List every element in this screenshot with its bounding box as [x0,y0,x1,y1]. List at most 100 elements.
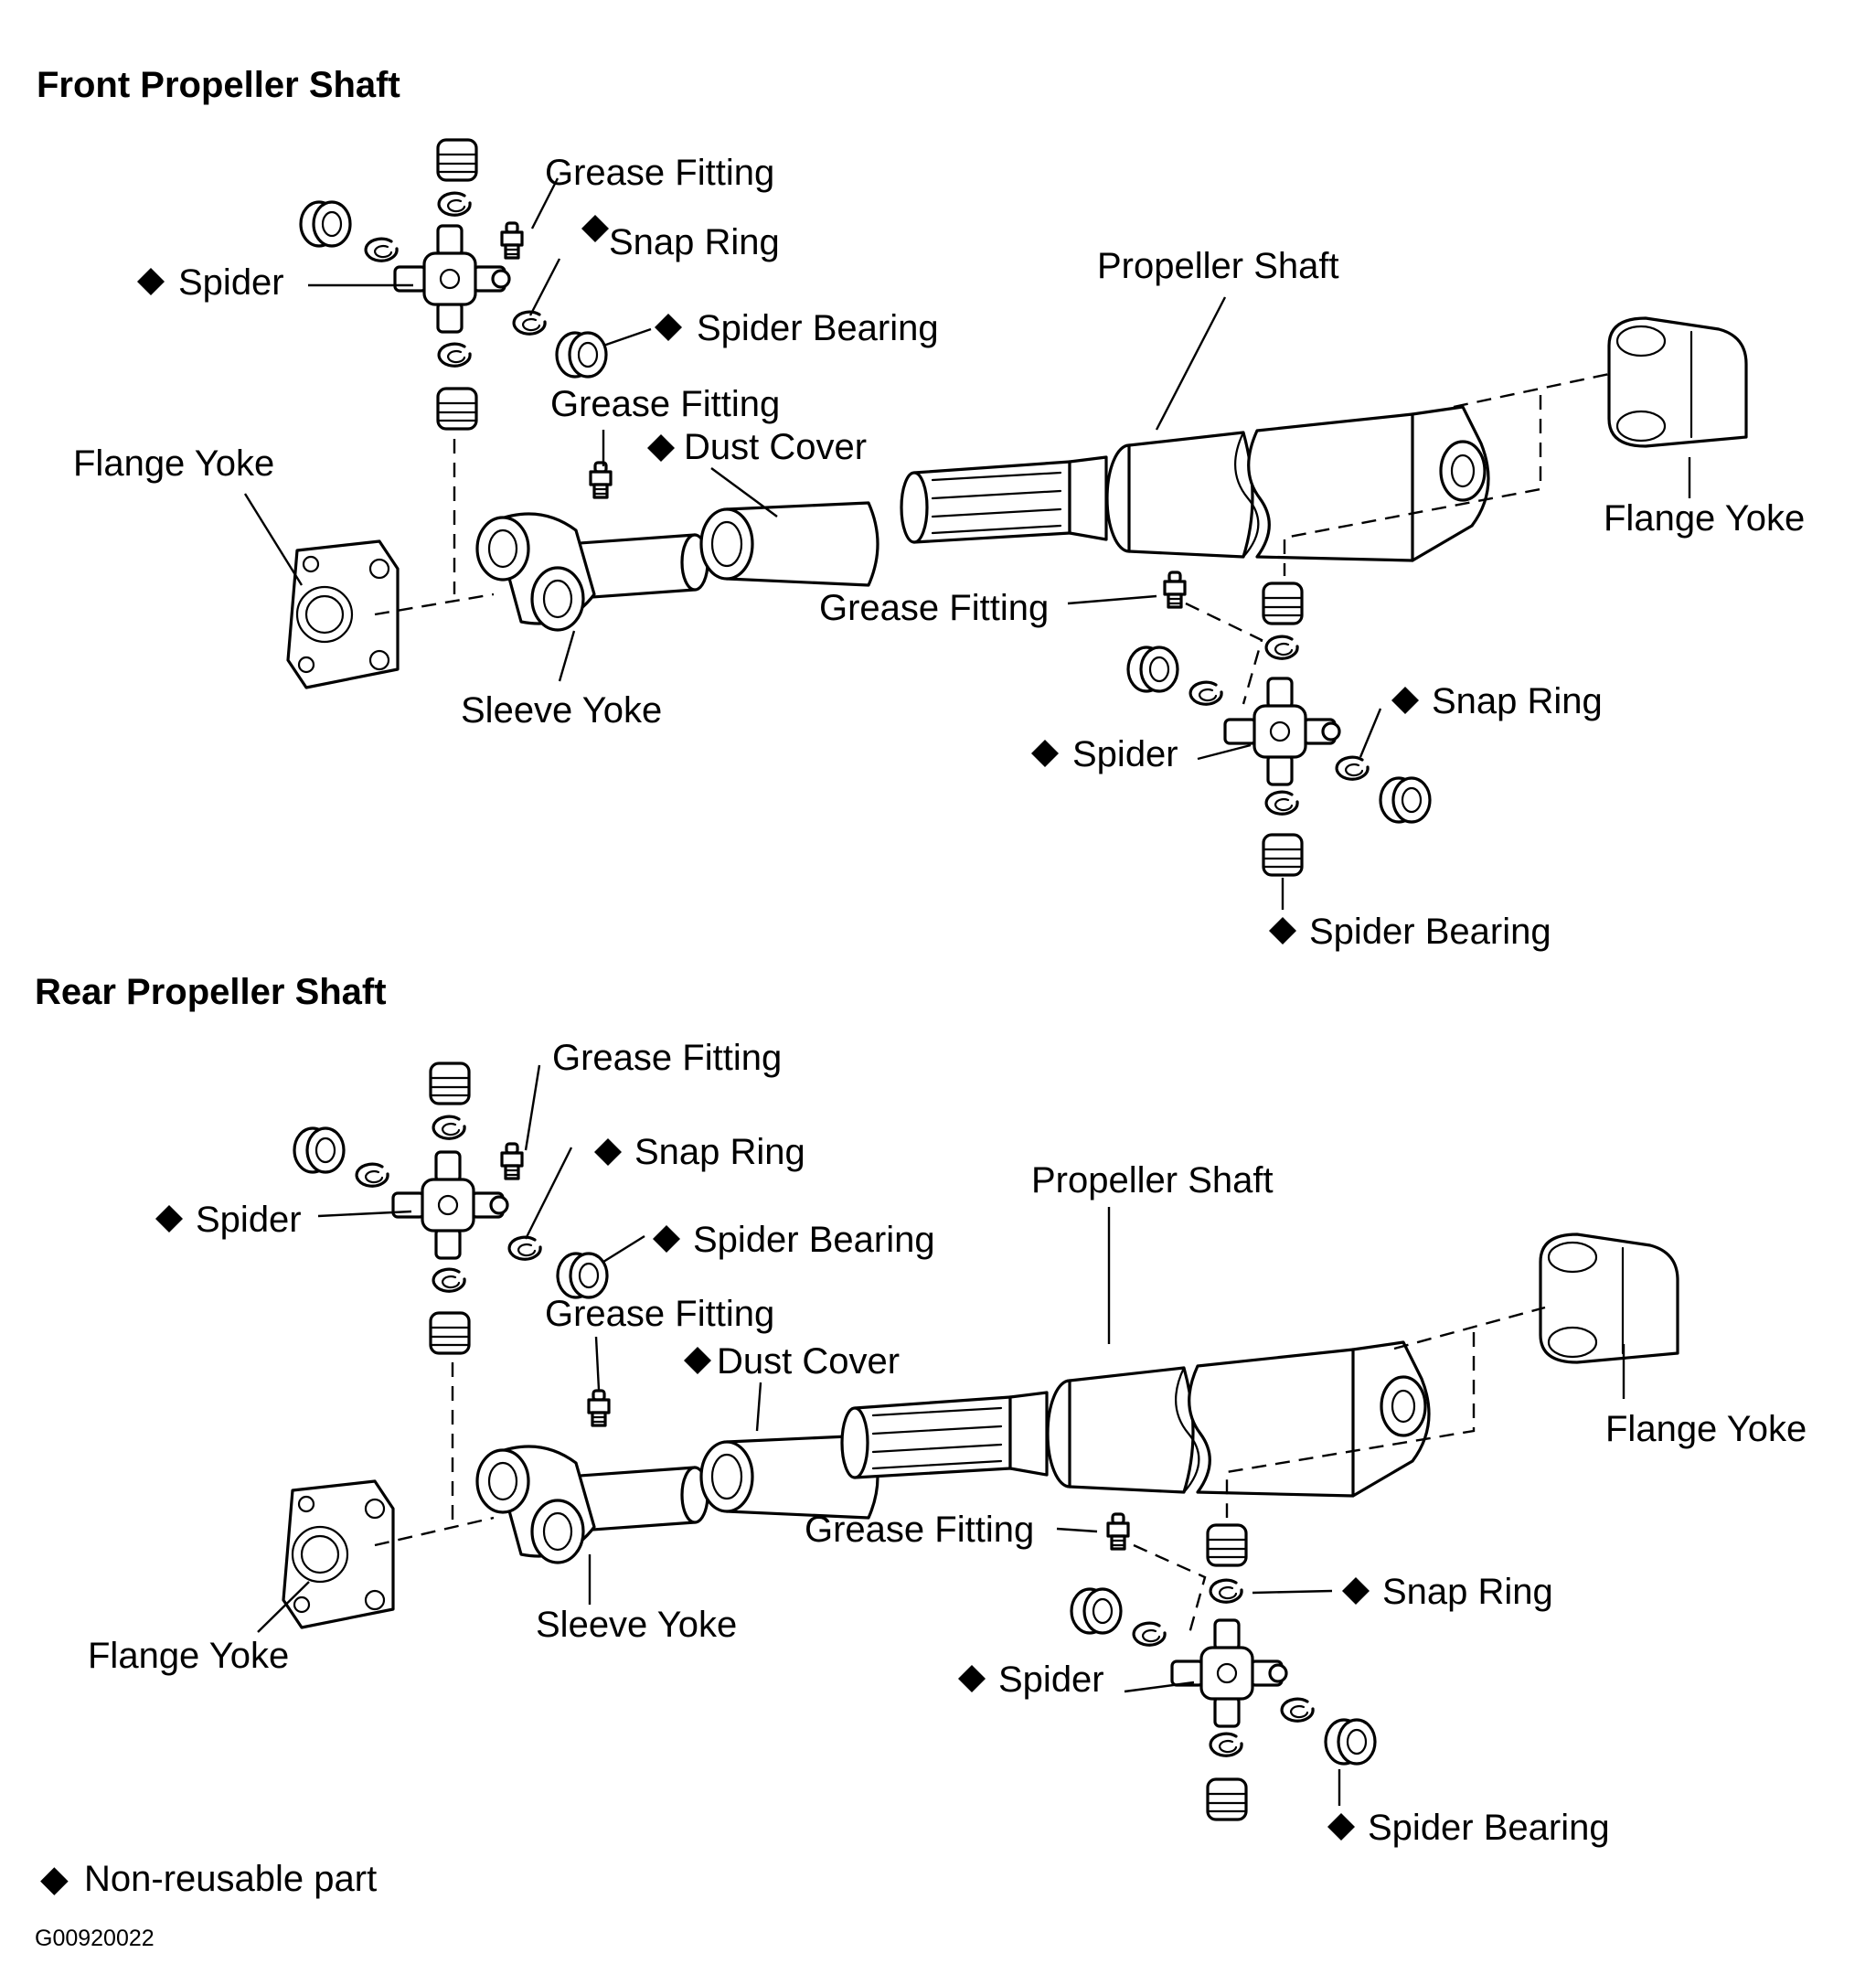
flange-yoke-part [1539,1233,1679,1364]
label-spider: Spider [178,262,284,303]
snap-ring-part [1209,1732,1243,1757]
grease-fitting-part [500,1142,524,1180]
spider-bearing-part [1324,1718,1377,1766]
snap-ring-part [437,191,472,217]
label-spider: Spider [1072,734,1178,774]
spider-part [1170,1618,1288,1728]
label-grease-fitting: Grease Fitting [545,1294,774,1334]
label-propeller-shaft: Propeller Shaft [1097,246,1339,286]
propeller-shaft-part [840,1340,1431,1498]
snap-ring-part [355,1162,389,1188]
label-grease-fitting: Grease Fitting [550,384,780,424]
label-grease-fitting: Grease Fitting [552,1038,782,1078]
label-spider-bearing: Spider Bearing [697,308,939,348]
flange-yoke-part [1607,316,1748,448]
snap-ring-part [364,237,399,262]
legend-symbol: ◆ [40,1859,69,1899]
spider-bearing-part [1126,646,1179,693]
label-spider-bearing: Spider Bearing [1309,912,1551,952]
label-snap-ring: Snap Ring [1432,681,1603,721]
snap-ring-part [1335,755,1370,781]
grease-fitting-part [587,1389,611,1427]
spider-bearing-part [299,200,352,248]
snap-ring-part [1132,1621,1167,1647]
non-reusable-mark [155,1205,183,1233]
non-reusable-mark [1391,687,1419,714]
spider-bearing-part [1379,776,1432,824]
spider-bearing-part [1206,1777,1248,1821]
label-flange-yoke: Flange Yoke [1605,1409,1807,1449]
non-reusable-mark [1031,740,1059,767]
non-reusable-mark [1342,1577,1370,1605]
legend: ◆ Non-reusable part [40,1859,377,1899]
snap-ring-part [1209,1578,1243,1604]
label-spider: Spider [196,1200,302,1240]
label-dust-cover: Dust Cover [717,1341,900,1382]
snap-ring-part [437,342,472,368]
flange-yoke-part [282,1479,395,1629]
snap-ring-part [432,1115,466,1140]
grease-fitting-part [589,461,613,499]
non-reusable-mark [1269,917,1296,944]
non-reusable-mark [137,268,165,295]
label-snap-ring: Snap Ring [1382,1572,1553,1612]
spider-bearing-part [555,331,608,379]
non-reusable-mark [684,1347,711,1374]
snap-ring-part [1264,790,1299,816]
snap-ring-part [1280,1697,1315,1723]
label-flange-yoke: Flange Yoke [1604,498,1805,539]
label-grease-fitting: Grease Fitting [819,588,1049,628]
label-grease-fitting: Grease Fitting [805,1510,1034,1550]
label-snap-ring: Snap Ring [609,222,780,262]
label-spider-bearing: Spider Bearing [693,1220,935,1260]
snap-ring-part [1188,680,1223,706]
label-flange-yoke: Flange Yoke [88,1636,289,1676]
spider-part [1223,677,1341,786]
sleeve-yoke-part [475,512,709,632]
rear-section-title: Rear Propeller Shaft [35,972,387,1012]
non-reusable-mark [653,1225,680,1253]
spider-bearing-part [436,387,478,431]
dust-cover-part [699,501,879,587]
label-sleeve-yoke: Sleeve Yoke [536,1605,737,1645]
snap-ring-part [507,1235,542,1261]
non-reusable-mark [647,434,675,462]
rear-section: Rear Propeller Shaft [35,972,1807,1848]
non-reusable-mark [581,215,609,242]
spider-bearing-part [1262,582,1304,625]
label-propeller-shaft: Propeller Shaft [1031,1160,1274,1201]
spider-bearing-part [556,1252,609,1299]
non-reusable-mark [655,314,682,341]
legend-text: Non-reusable part [84,1859,377,1899]
non-reusable-mark [1327,1813,1355,1841]
propeller-shaft-part [900,405,1490,562]
figure-code: G00920022 [35,1926,155,1951]
grease-fitting-part [1163,571,1187,609]
non-reusable-mark [958,1665,986,1692]
front-section: Front Propeller Shaft [37,65,1805,952]
spider-bearing-part [1206,1523,1248,1567]
spider-bearing-part [1070,1587,1123,1635]
snap-ring-part [512,310,547,336]
spider-bearing-part [436,138,478,182]
spider-part [391,1150,509,1260]
label-spider-bearing: Spider Bearing [1368,1808,1610,1848]
sleeve-yoke-part [475,1445,709,1564]
label-dust-cover: Dust Cover [684,427,867,467]
label-spider: Spider [998,1660,1104,1700]
spider-bearing-part [429,1311,471,1355]
label-snap-ring: Snap Ring [634,1132,805,1172]
label-sleeve-yoke: Sleeve Yoke [461,690,662,731]
snap-ring-part [432,1267,466,1293]
non-reusable-mark [594,1138,622,1166]
spider-part [393,224,511,334]
spider-bearing-part [1262,833,1304,877]
spider-bearing-part [293,1126,346,1174]
snap-ring-part [1264,635,1299,660]
spider-bearing-part [429,1062,471,1105]
label-grease-fitting: Grease Fitting [545,153,774,193]
grease-fitting-part [1106,1512,1130,1551]
front-section-title: Front Propeller Shaft [37,65,400,105]
